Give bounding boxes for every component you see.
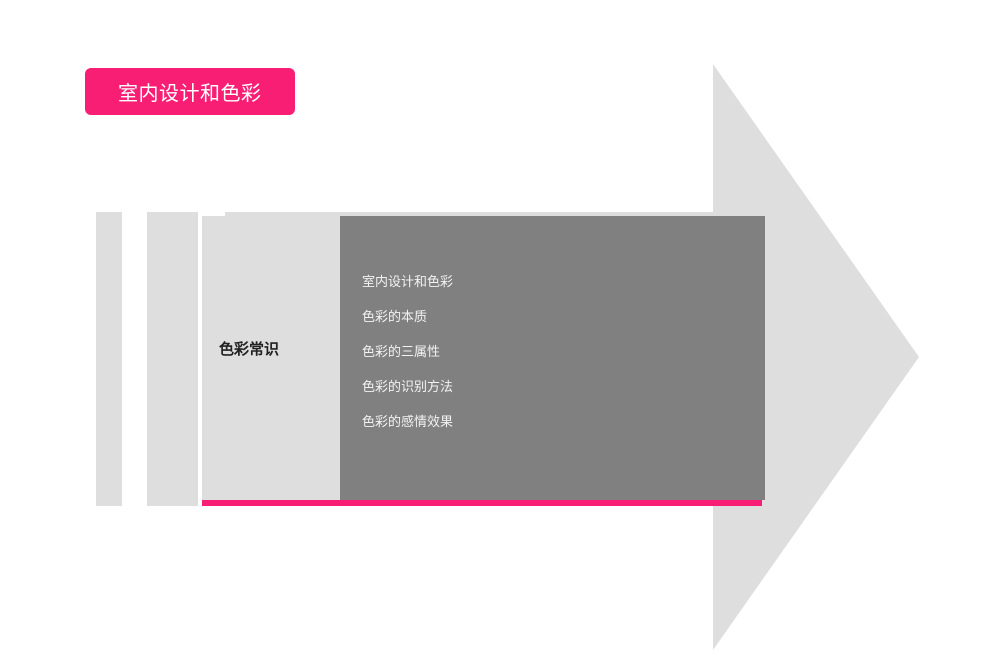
content-panel: 室内设计和色彩 色彩的本质 色彩的三属性 色彩的识别方法 色彩的感情效果	[340, 216, 765, 500]
title-badge: 室内设计和色彩	[85, 68, 295, 115]
arrow-tail-stripe	[96, 212, 122, 506]
topic-item: 色彩的感情效果	[362, 415, 454, 430]
section-label: 色彩常识	[219, 340, 280, 358]
accent-underline	[202, 500, 762, 506]
topic-item: 室内设计和色彩	[362, 275, 454, 290]
arrow-shaft	[340, 212, 714, 216]
section-label-cap	[225, 212, 340, 216]
arrow-tail-stripe	[147, 212, 198, 506]
topic-item: 色彩的识别方法	[362, 380, 454, 395]
section-label-panel: 色彩常识	[202, 216, 340, 500]
arrow-head	[713, 64, 919, 650]
topic-list: 室内设计和色彩 色彩的本质 色彩的三属性 色彩的识别方法 色彩的感情效果	[362, 274, 453, 449]
topic-item: 色彩的本质	[362, 310, 428, 325]
topic-item: 色彩的三属性	[362, 345, 441, 360]
page-title: 室内设计和色彩	[118, 81, 262, 105]
